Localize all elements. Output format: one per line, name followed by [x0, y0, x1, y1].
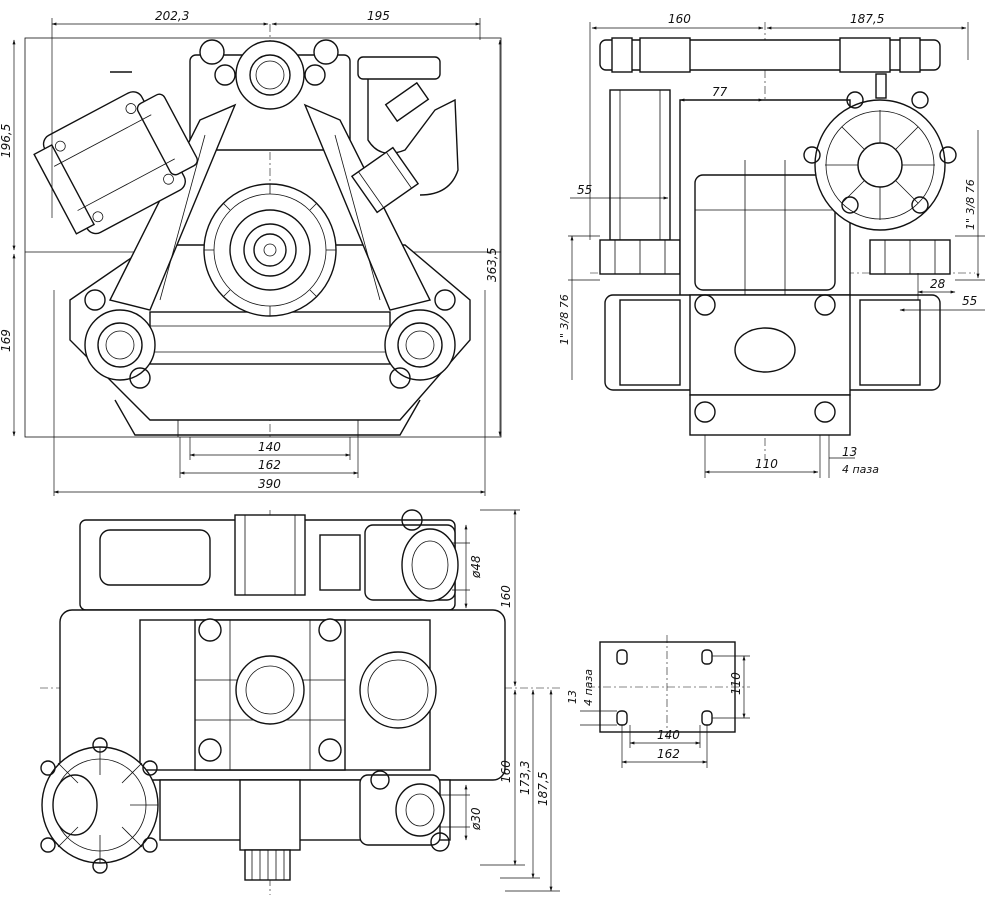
- dim-160-upper: 160: [499, 585, 513, 608]
- front-view: 202,3 195 196,5 169 363,5 140 162 390: [0, 9, 502, 496]
- dim-169: 169: [0, 329, 13, 352]
- dim-187-5-top: 187,5: [536, 772, 550, 806]
- dim-202-3: 202,3: [155, 9, 189, 23]
- dim-363-5: 363,5: [485, 248, 499, 282]
- dim-28: 28: [930, 277, 946, 291]
- dim-140: 140: [258, 440, 281, 454]
- dim-160-side: 160: [668, 12, 691, 26]
- dim-162: 162: [258, 458, 281, 472]
- dim-d48: ø48: [469, 555, 483, 579]
- dim-13-side: 13: [842, 445, 857, 459]
- dim-d30: ø30: [469, 807, 483, 831]
- side-view: 160 187,5: [558, 12, 985, 478]
- dim-4-holes-side: 4 паза: [842, 463, 879, 476]
- dim-thread-left: 1" 3/8 76: [558, 294, 571, 345]
- plate-dim-4-holes: 4 паза: [582, 669, 595, 706]
- mounting-plate-view: 110 13 4 паза 140 162: [566, 635, 750, 768]
- dim-thread-right: 1" 3/8 76: [964, 179, 977, 230]
- dim-55-left: 55: [577, 183, 592, 197]
- dim-173-3: 173,3: [518, 761, 532, 795]
- dim-195: 195: [367, 9, 390, 23]
- top-view: ø48 160 160 173,3 187,5 ø30: [40, 509, 560, 895]
- plate-dim-162: 162: [657, 747, 680, 761]
- plate-dim-110: 110: [729, 672, 743, 695]
- plate-dim-140: 140: [657, 728, 680, 742]
- dim-160-lower: 160: [499, 760, 513, 783]
- dim-187-5-side: 187,5: [850, 12, 884, 26]
- dim-390: 390: [258, 477, 281, 491]
- dim-196-5: 196,5: [0, 124, 13, 158]
- plate-dim-13: 13: [566, 690, 579, 704]
- dim-77: 77: [712, 85, 728, 99]
- dim-110-side: 110: [755, 457, 778, 471]
- dim-55-right: 55: [962, 294, 977, 308]
